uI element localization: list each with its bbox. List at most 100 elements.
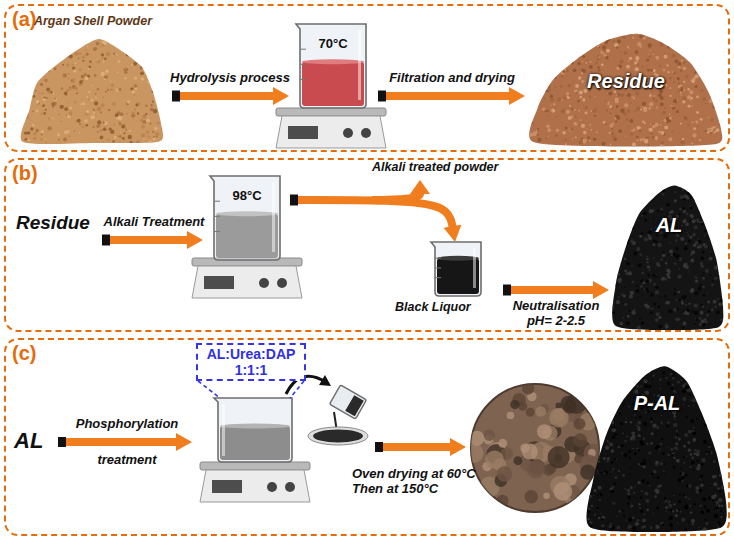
powder-texture — [567, 84, 571, 88]
powder-texture — [707, 117, 708, 118]
powder-texture — [603, 28, 607, 32]
powder-texture — [602, 518, 604, 520]
powder-texture — [652, 308, 653, 309]
powder-texture — [721, 485, 725, 489]
powder-texture — [680, 140, 684, 144]
powder-texture — [653, 95, 655, 97]
powder-texture — [713, 83, 716, 86]
powder-texture — [634, 414, 636, 416]
powder-texture — [131, 111, 134, 114]
powder-texture — [597, 58, 600, 61]
powder-texture — [597, 473, 599, 475]
powder-texture — [45, 109, 47, 111]
powder-texture — [664, 473, 665, 474]
powder-texture — [113, 124, 115, 126]
powder-texture — [702, 274, 704, 276]
powder-texture — [146, 36, 150, 40]
dried-cake — [537, 424, 552, 439]
powder-texture — [714, 514, 718, 518]
powder-texture — [626, 436, 628, 438]
powder-texture — [607, 103, 609, 105]
powder-texture — [541, 63, 543, 65]
powder-texture — [703, 47, 705, 49]
powder-texture — [692, 456, 694, 458]
powder-pile — [612, 178, 726, 328]
powder-texture — [651, 228, 653, 230]
powder-texture — [706, 314, 709, 317]
powder-texture — [646, 279, 650, 283]
dried-cake — [552, 408, 566, 422]
powder-texture — [639, 374, 641, 376]
powder-texture — [716, 255, 720, 259]
powder-texture — [648, 230, 652, 234]
powder-texture — [620, 94, 623, 97]
powder-texture — [680, 379, 682, 381]
powder-texture — [687, 104, 690, 107]
powder-texture — [684, 370, 688, 374]
powder-texture — [47, 43, 51, 47]
powder-texture — [692, 233, 696, 237]
powder-texture — [34, 84, 36, 86]
powder-texture — [533, 131, 535, 133]
powder-texture — [532, 74, 534, 76]
powder-texture — [579, 124, 581, 126]
petri-dish — [313, 430, 363, 443]
powder-texture — [643, 465, 646, 468]
powder-texture — [642, 181, 644, 183]
powder-texture — [716, 380, 720, 384]
powder-texture — [704, 230, 706, 232]
powder-texture — [675, 247, 678, 250]
product-label: AL — [612, 214, 726, 237]
powder-texture — [607, 392, 610, 395]
powder-texture — [547, 128, 551, 132]
powder-texture — [532, 36, 536, 40]
dried-cake — [526, 408, 535, 417]
powder-texture — [695, 279, 698, 282]
powder-texture — [639, 127, 641, 129]
powder-texture — [68, 112, 72, 116]
powder-texture — [719, 58, 721, 60]
powder-texture — [67, 102, 68, 103]
powder-texture — [159, 97, 161, 99]
powder-texture — [156, 54, 158, 56]
powder-texture — [718, 392, 721, 395]
powder-texture — [25, 57, 28, 60]
powder-texture — [89, 39, 91, 41]
powder-texture — [621, 179, 625, 183]
powder-texture — [543, 89, 545, 91]
powder-texture — [583, 131, 587, 135]
powder-texture — [706, 52, 710, 56]
beaker — [220, 426, 290, 460]
powder-texture — [702, 191, 705, 194]
powder-texture — [548, 28, 552, 32]
powder-texture — [621, 293, 624, 296]
powder-texture — [654, 495, 657, 498]
powder-texture — [678, 500, 681, 503]
powder-texture — [40, 138, 43, 141]
powder-texture — [571, 108, 573, 110]
powder-texture — [637, 247, 640, 250]
powder-texture — [589, 461, 592, 464]
arrow-shaft — [511, 286, 596, 294]
powder-texture — [547, 85, 551, 89]
tilted-beaker — [345, 395, 364, 416]
powder-texture — [60, 50, 64, 54]
powder-texture — [119, 135, 122, 138]
powder-texture — [656, 426, 659, 429]
powder-texture — [693, 453, 696, 456]
powder-texture — [601, 472, 603, 474]
powder-texture — [622, 398, 624, 400]
powder-texture — [664, 295, 666, 297]
powder-texture — [31, 56, 33, 58]
powder-texture — [718, 223, 720, 225]
powder-texture — [123, 132, 125, 134]
powder-texture — [593, 109, 597, 113]
powder-texture — [35, 129, 39, 133]
powder-texture — [721, 96, 725, 100]
powder-texture — [651, 135, 654, 138]
powder-texture — [629, 92, 630, 93]
powder-texture — [682, 359, 684, 361]
powder-texture — [719, 408, 721, 410]
powder-texture — [33, 48, 35, 50]
powder-texture — [631, 191, 634, 194]
